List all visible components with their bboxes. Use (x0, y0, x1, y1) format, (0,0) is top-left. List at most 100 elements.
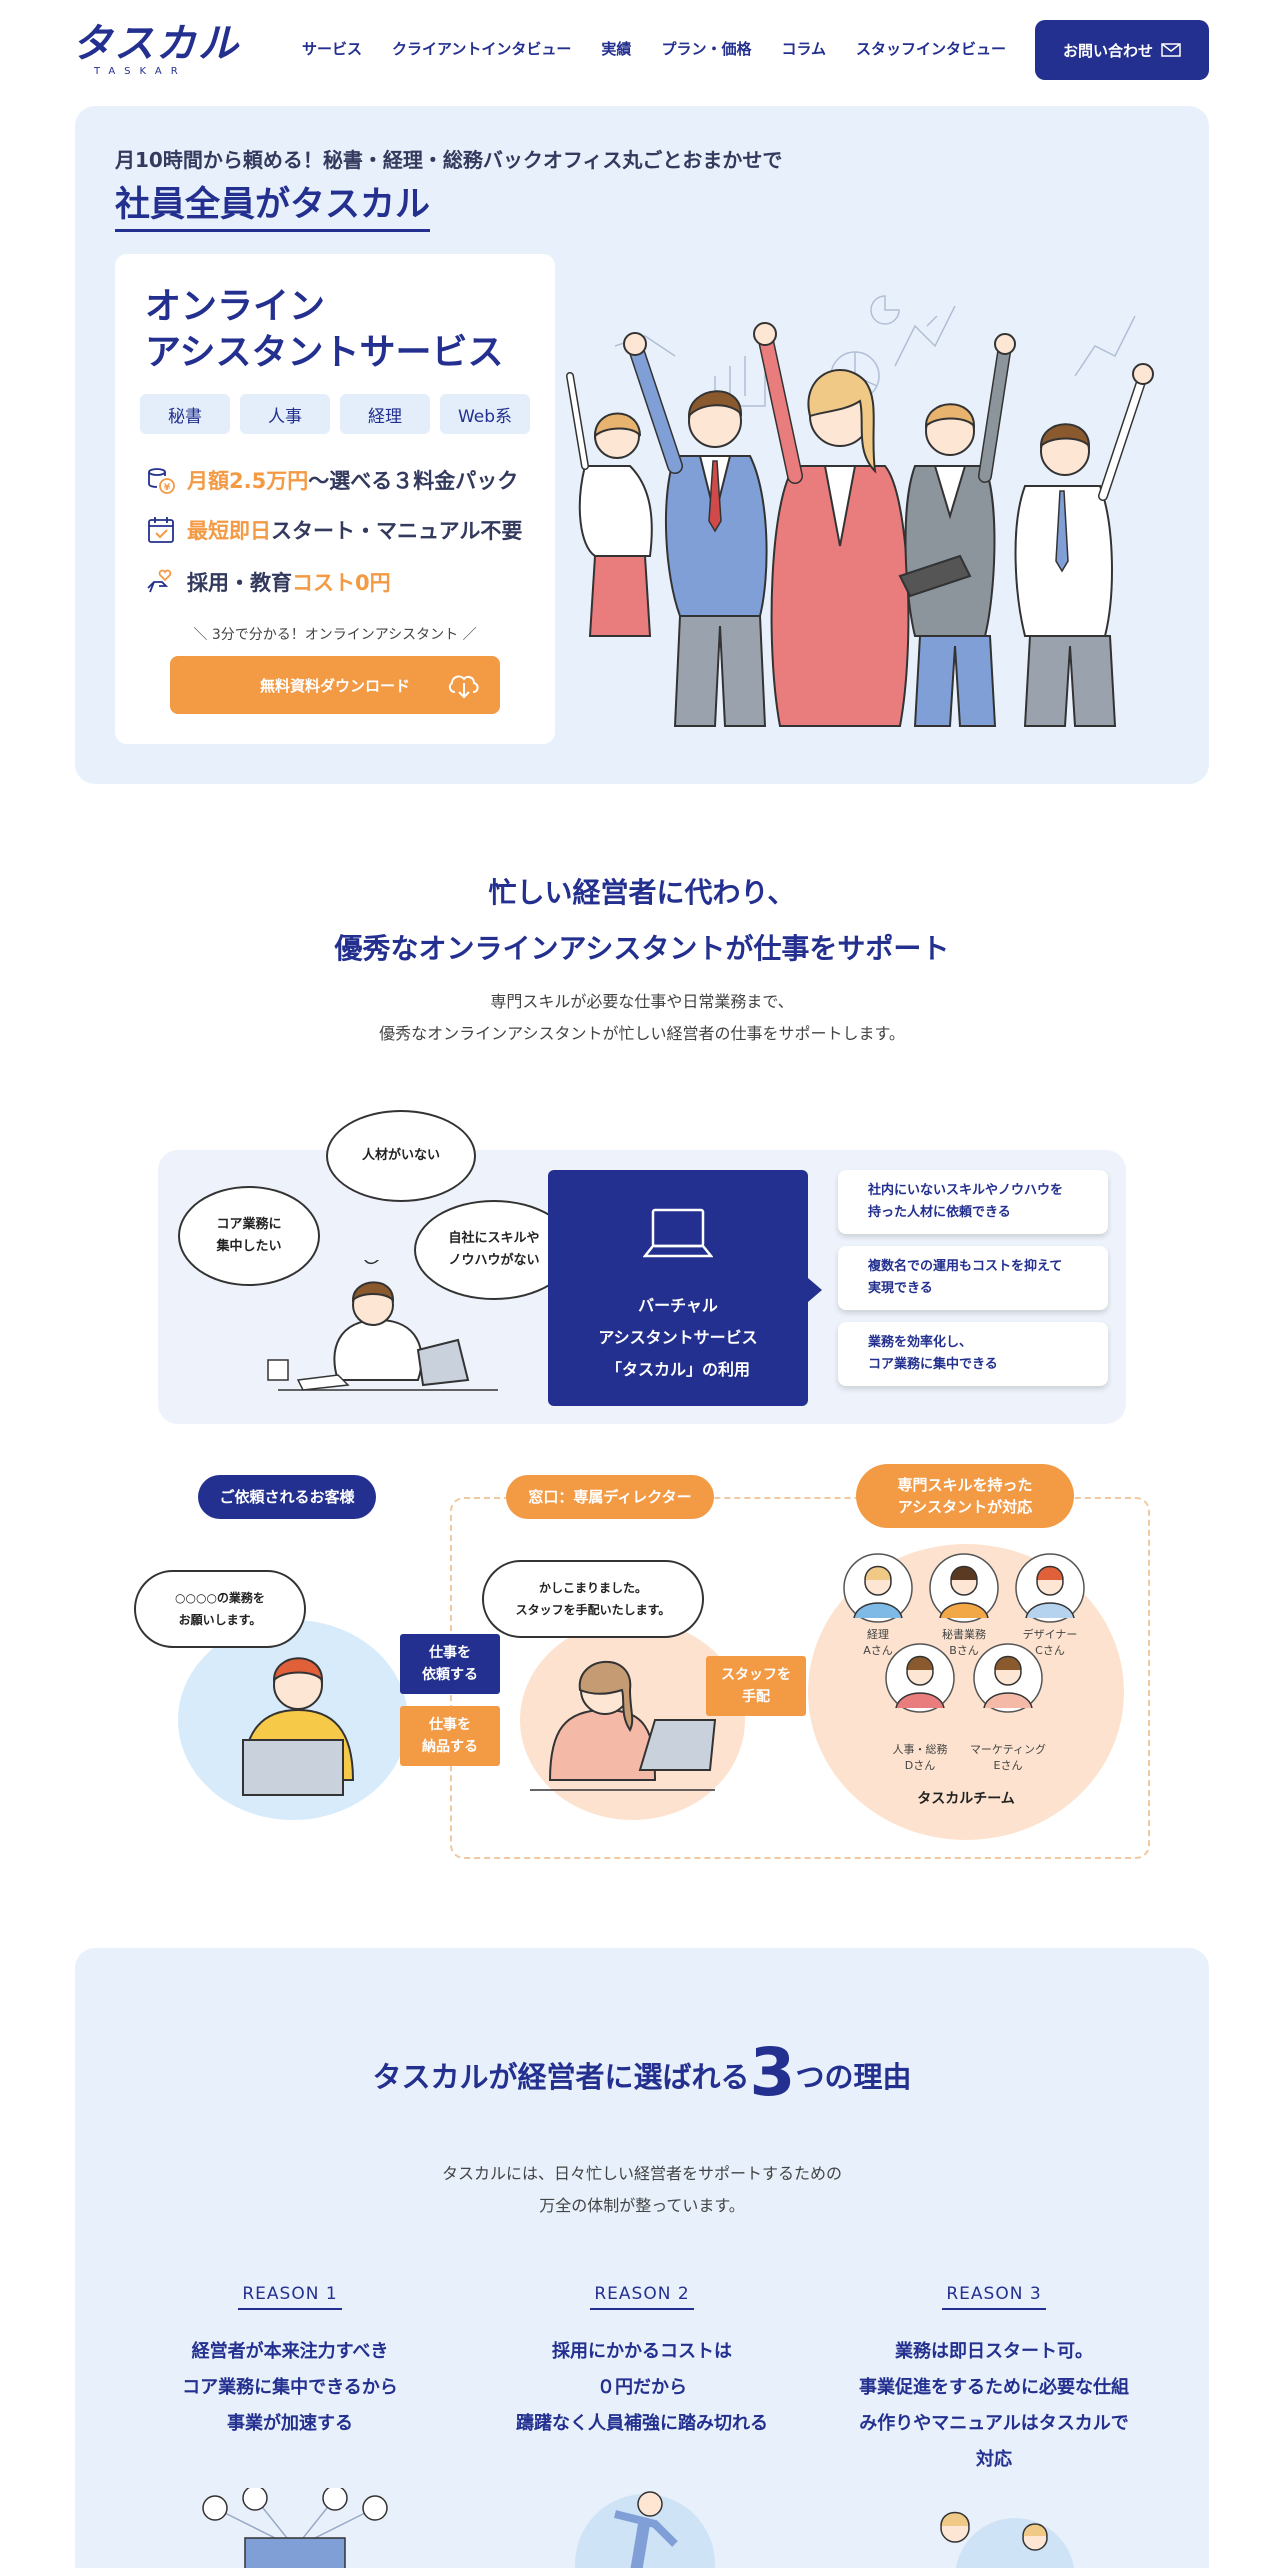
nav-service[interactable]: サービス (302, 40, 363, 58)
staff-a-role: 経理 (867, 1628, 889, 1641)
reasons-section: タスカルが経営者に選ばれる3つの理由 タスカルには、日々忙しい経営者をサポートす… (75, 1948, 1209, 2568)
bubble-skill-line-2: ノウハウがない (448, 1253, 540, 1268)
feature-start-em: 最短即日 (187, 519, 271, 543)
nav-plan-price[interactable]: プラン・価格 (661, 40, 752, 58)
staff-name-d: 人事・総務 Dさん (865, 1742, 975, 1774)
problem-solution-box: 人材がいない コア業務に集中したい 自社にスキルやノウハウがない バーチャル ア… (158, 1110, 1126, 1424)
staff-c-role: デザイナー (1022, 1628, 1078, 1641)
card-title: オンライン アシスタントサービス (145, 284, 504, 376)
tag-hr: 人事 (240, 394, 330, 434)
tag-web: Web系 (440, 394, 530, 434)
reason-2-line-2: ０円だから (597, 2377, 687, 2398)
hero-section: 月10時間から頼める！秘書・経理・総務バックオフィス丸ごとおまかせで 社員全員が… (75, 106, 1209, 784)
reason-2-label: REASON 2 (590, 2284, 694, 2310)
deliver-line-1: 仕事を (429, 1717, 471, 1733)
bubble-skill-line-1: 自社にスキルや (448, 1231, 540, 1246)
director-bubble: かしこまりました。スタッフを手配いたします。 (482, 1560, 704, 1638)
reason-1-line-2: コア業務に集中できるから (182, 2377, 398, 2398)
contact-button[interactable]: お問い合わせ (1035, 20, 1209, 80)
staff-d-role: 人事・総務 (892, 1743, 948, 1756)
staff-avatar-e (973, 1643, 1043, 1713)
intro-text-line-1: 専門スキルが必要な仕事や日常業務まで、 (490, 992, 794, 1011)
cta-note: ＼ 3分で分かる！オンラインアシスタント ／ (193, 627, 477, 643)
client-bubble: ○○○○の業務をお願いします。 (134, 1570, 306, 1648)
feature-price-em: 月額2.5万円 (187, 469, 309, 493)
hero-title: 社員全員がタスカル (115, 176, 431, 232)
reason-1-text: 経営者が本来注力すべき コア業務に集中できるから 事業が加速する (125, 2334, 455, 2442)
reasons-description: タスカルには、日々忙しい経営者をサポートするための 万全の体制が整っています。 (75, 2158, 1209, 2222)
feature-start: 最短即日スタート・マニュアル不要 (145, 514, 522, 546)
coins-icon: ¥ (148, 468, 175, 494)
benefit-skills: 社内にいないスキルやノウハウを 持った人材に依頼できる (838, 1170, 1108, 1234)
staff-e-name: Eさん (993, 1759, 1023, 1772)
staff-b-role: 秘書業務 (942, 1628, 986, 1641)
tag-accounting: 経理 (340, 394, 430, 434)
cloud-download-icon (448, 675, 479, 699)
reason-3-line-3: み作りやマニュアルはタスカルで (859, 2413, 1129, 2434)
staff-pill-line-2: アシスタントが対応 (897, 1498, 1033, 1516)
hero-subtitle: 月10時間から頼める！秘書・経理・総務バックオフィス丸ごとおまかせで (115, 148, 783, 172)
reason-1-label: REASON 1 (238, 2284, 342, 2310)
nav-column[interactable]: コラム (781, 40, 827, 58)
staff-avatar-b (929, 1553, 999, 1623)
main-nav: サービス クライアントインタビュー 実績 プラン・価格 コラム スタッフインタビ… (302, 38, 1036, 59)
logo[interactable]: タスカル TASKAR (72, 22, 242, 82)
download-button[interactable]: 無料資料ダウンロード (170, 656, 500, 714)
virtual-line-2: アシスタントサービス (598, 1328, 758, 1347)
benefit-cost: 複数名での運用もコストを抑えて 実現できる (838, 1246, 1108, 1310)
virtual-assistant-card: バーチャル アシスタントサービス 「タスカル」の利用 (548, 1170, 822, 1406)
hero-card: オンライン アシスタントサービス 秘書 人事 経理 Web系 ¥ 月額2.5万円… (115, 254, 555, 744)
arrange-line-2: 手配 (742, 1689, 770, 1705)
reasons-head-number: 3 (749, 2034, 796, 2111)
feature-cost-pre: 採用・教育 (187, 571, 292, 595)
reason-3-text: 業務は即日スタート可。 事業促進をするために必要な仕組 み作りやマニュアルはタス… (829, 2334, 1159, 2478)
intro-text: 専門スキルが必要な仕事や日常業務まで、 優秀なオンラインアシスタントが忙しい経営… (0, 986, 1284, 1050)
nav-staff-interview[interactable]: スタッフインタビュー (856, 40, 1007, 58)
svg-text:¥: ¥ (164, 483, 171, 493)
staff-a-name: Aさん (863, 1644, 893, 1657)
client-pill: ご依頼されるお客様 (198, 1475, 376, 1519)
arrange-staff-label: スタッフを手配 (706, 1656, 806, 1716)
contact-label: お問い合わせ (1062, 41, 1153, 60)
benefit-1-line-1: 社内にいないスキルやノウハウを (868, 1183, 1064, 1198)
running-man-illustration (575, 2491, 715, 2568)
nav-client-interview[interactable]: クライアントインタビュー (392, 40, 572, 58)
reason-2-line-3: 躊躇なく人員補強に踏み切れる (516, 2413, 768, 2434)
staff-avatars (843, 1553, 1085, 1713)
feature-price-rest: 〜選べる３料金パック (308, 469, 519, 493)
request-work-label: 仕事を依頼する (400, 1634, 500, 1694)
intro-title: 忙しい経営者に代わり、 優秀なオンラインアシスタントが仕事をサポート (0, 865, 1284, 977)
reason-3-line-1: 業務は即日スタート可。 (895, 2341, 1093, 2362)
benefit-3-line-2: コア業務に集中できる (868, 1357, 998, 1372)
nav-results[interactable]: 実績 (601, 40, 632, 58)
staff-d-name: Dさん (904, 1759, 936, 1772)
bubble-core-line-2: 集中したい (216, 1239, 282, 1254)
service-tags: 秘書 人事 経理 Web系 (140, 394, 530, 434)
hand-heart-icon (147, 569, 172, 593)
client-bubble-line-1: ○○○○の業務を (175, 1591, 265, 1605)
staff-avatar-d (885, 1643, 955, 1713)
reason-3-line-4: 対応 (976, 2449, 1012, 2470)
worried-man-illustration (267, 1260, 498, 1391)
tag-secretary: 秘書 (140, 394, 230, 434)
laptop-icon (643, 1208, 713, 1258)
reason-3: REASON 3 業務は即日スタート可。 事業促進をするために必要な仕組 み作り… (829, 2284, 1159, 2478)
reason-1: REASON 1 経営者が本来注力すべき コア業務に集中できるから 事業が加速す… (125, 2284, 455, 2442)
director-bubble-line-2: スタッフを手配いたします。 (515, 1603, 671, 1617)
reason-1-line-3: 事業が加速する (227, 2413, 353, 2434)
intro-title-line-1: 忙しい経営者に代わり、 (488, 876, 796, 909)
staff-avatar-a (843, 1553, 913, 1623)
director-bubble-line-1: かしこまりました。 (538, 1581, 647, 1595)
bubble-no-staff: 人材がいない (326, 1110, 476, 1202)
benefit-2-line-2: 実現できる (868, 1281, 933, 1296)
arrange-line-1: スタッフを (721, 1667, 791, 1683)
reasons-head-pre: タスカルが経営者に選ばれる (372, 2060, 750, 2094)
feature-cost: 採用・教育コスト0円 (145, 566, 391, 598)
benefit-efficiency: 業務を効率化し、 コア業務に集中できる (838, 1322, 1108, 1386)
benefit-2-line-1: 複数名での運用もコストを抑えて (868, 1259, 1063, 1274)
card-title-line-2: アシスタントサービス (145, 332, 504, 373)
feature-cost-em: コスト0円 (292, 571, 391, 595)
